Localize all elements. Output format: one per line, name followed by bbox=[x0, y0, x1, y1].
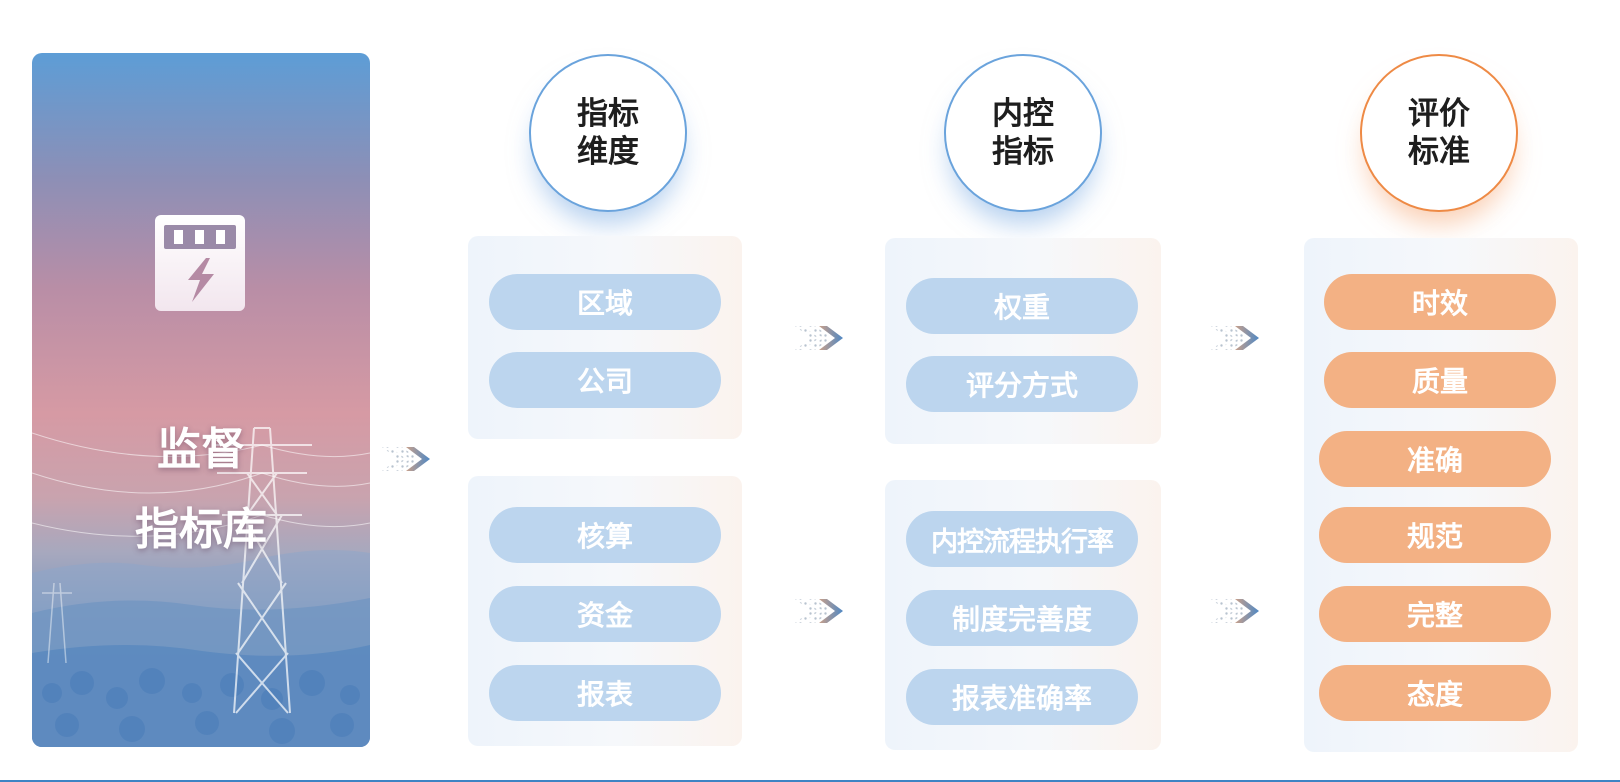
pill-process-execution-rate: 内控流程执行率 bbox=[906, 511, 1138, 567]
pill-company: 公司 bbox=[489, 352, 721, 408]
pill-report-accuracy: 报表准确率 bbox=[906, 669, 1138, 725]
circle-internal-control: 内控 指标 bbox=[944, 54, 1102, 212]
hero-card: 监督 指标库 bbox=[32, 53, 370, 747]
pill-accounting: 核算 bbox=[489, 507, 721, 563]
hero-title-line1: 监督 bbox=[157, 424, 245, 475]
flow-arrow-control-top bbox=[1211, 326, 1259, 350]
bottom-divider bbox=[0, 780, 1620, 782]
power-landscape-illustration bbox=[32, 427, 370, 747]
flow-arrow-dimension-bottom bbox=[795, 599, 843, 623]
pill-attitude: 态度 bbox=[1319, 665, 1551, 721]
circle-dimension-line1: 指标 bbox=[577, 96, 639, 132]
circle-evaluation-standard: 评价 标准 bbox=[1360, 54, 1518, 212]
circle-dimension: 指标 维度 bbox=[529, 54, 687, 212]
flow-arrow-hero bbox=[382, 447, 430, 471]
pill-accuracy: 准确 bbox=[1319, 431, 1551, 487]
circle-evaluation-standard-line2: 标准 bbox=[1408, 134, 1470, 170]
pill-standardization: 规范 bbox=[1319, 507, 1551, 563]
circle-evaluation-standard-line1: 评价 bbox=[1408, 96, 1470, 132]
pill-reports: 报表 bbox=[489, 665, 721, 721]
circle-dimension-line2: 维度 bbox=[577, 134, 639, 170]
panel-control-group1 bbox=[885, 238, 1161, 444]
electric-meter-icon bbox=[155, 215, 245, 311]
pill-weight: 权重 bbox=[906, 278, 1138, 334]
pill-region: 区域 bbox=[489, 274, 721, 330]
circle-internal-control-line2: 指标 bbox=[992, 134, 1054, 170]
pill-quality: 质量 bbox=[1324, 352, 1556, 408]
flow-arrow-control-bottom bbox=[1211, 599, 1259, 623]
hero-title-line2: 指标库 bbox=[135, 504, 267, 555]
pill-funds: 资金 bbox=[489, 586, 721, 642]
flow-arrow-dimension-top bbox=[795, 326, 843, 350]
pill-scoring-method: 评分方式 bbox=[906, 356, 1138, 412]
panel-dimension-group1 bbox=[468, 236, 742, 439]
pill-completeness: 完整 bbox=[1319, 586, 1551, 642]
pill-timeliness: 时效 bbox=[1324, 274, 1556, 330]
pill-system-completeness: 制度完善度 bbox=[906, 590, 1138, 646]
circle-internal-control-line1: 内控 bbox=[992, 96, 1054, 132]
